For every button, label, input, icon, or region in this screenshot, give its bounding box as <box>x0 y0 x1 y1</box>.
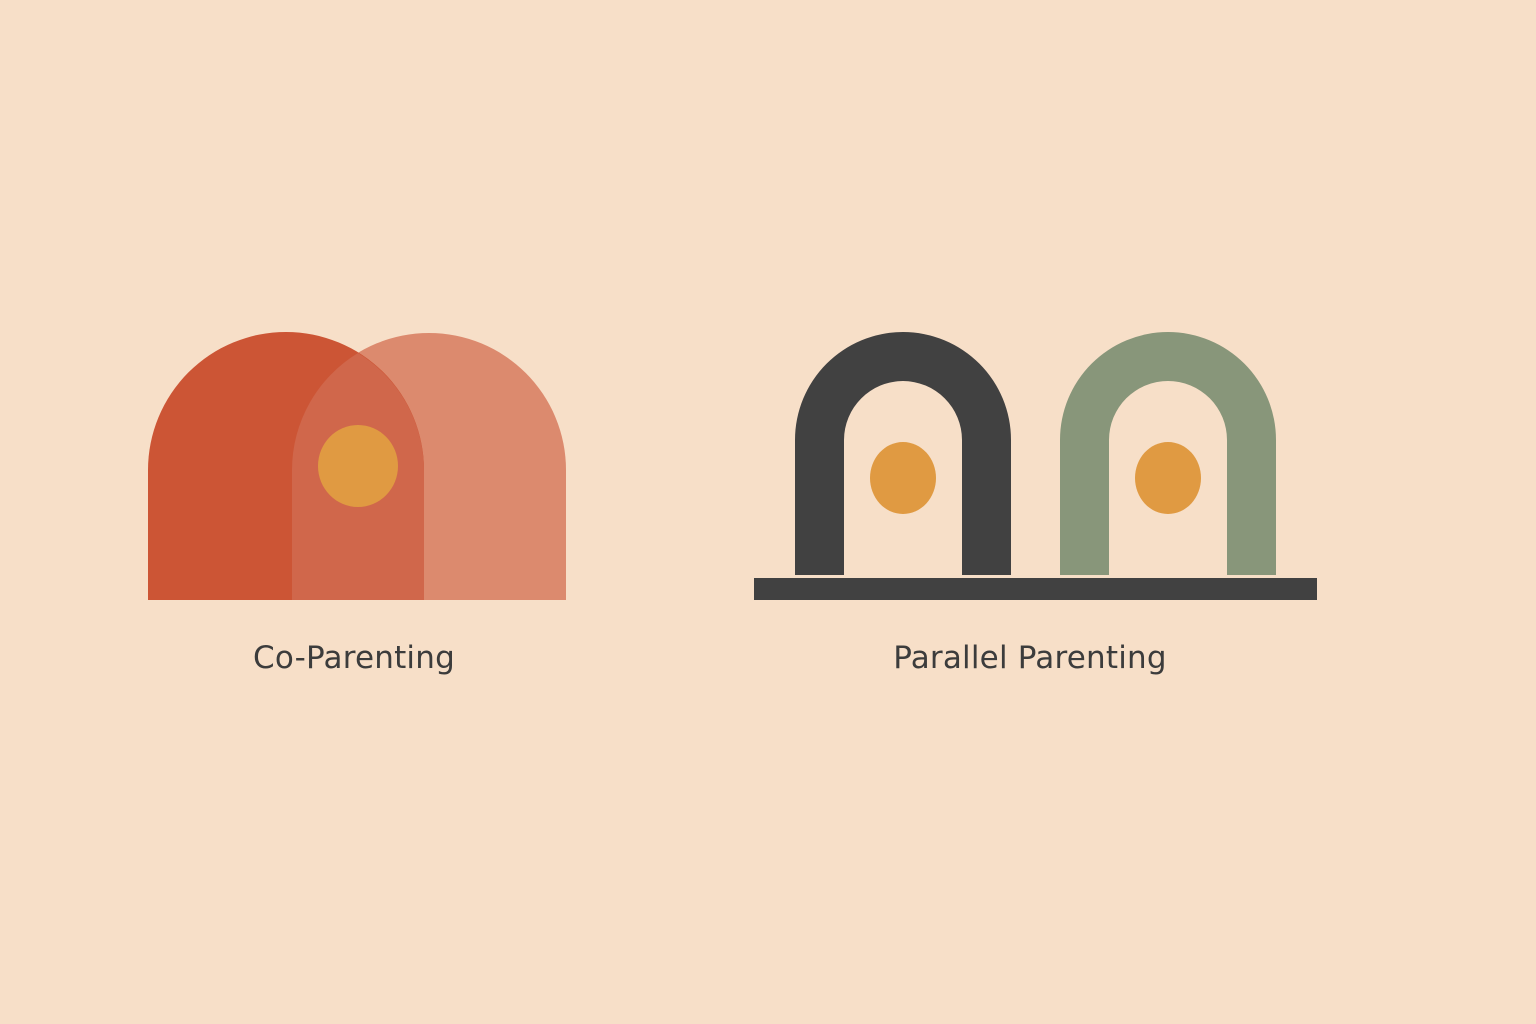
parallel-child-circle-right <box>1135 442 1201 514</box>
parallel-base-line <box>754 578 1317 600</box>
co-parenting-child-circle <box>318 425 398 507</box>
parallel-parenting-figure <box>754 332 1317 600</box>
parallel-parent-a-arch <box>795 332 1011 575</box>
parallel-child-circle-left <box>870 442 936 514</box>
parallel-parenting-label: Parallel Parenting <box>893 640 1167 676</box>
co-parenting-figure <box>148 332 566 600</box>
co-parenting-label: Co-Parenting <box>253 640 455 676</box>
parallel-parent-b-arch <box>1060 332 1276 575</box>
